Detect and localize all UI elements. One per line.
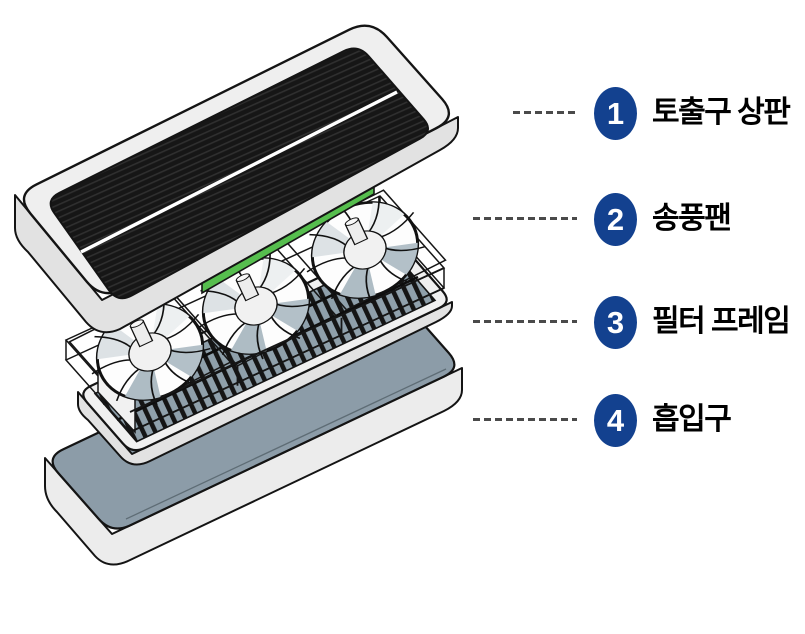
number-badge-2: 2	[594, 193, 637, 246]
badge-number: 3	[606, 305, 625, 340]
fan-layer-part	[64, 175, 447, 434]
part-label-2: 송풍팬	[652, 202, 732, 235]
callout-dash-line	[473, 217, 577, 220]
part-label-4: 흡입구	[652, 403, 732, 436]
badge-number: 2	[606, 202, 625, 237]
grille-divider-line	[80, 90, 398, 254]
badge-number: 1	[606, 96, 625, 131]
number-badge-4: 4	[594, 394, 637, 447]
number-badge-1: 1	[594, 87, 637, 140]
number-badge-3: 3	[594, 296, 637, 349]
callout-dash-line	[473, 320, 577, 323]
callout-dash-line	[473, 418, 577, 421]
part-label-3: 필터 프레임	[652, 305, 791, 338]
top-plate-part	[14, 24, 459, 334]
badge-number: 4	[606, 403, 625, 438]
callout-dash-line	[513, 111, 577, 114]
part-label-1: 토출구 상판	[652, 96, 791, 129]
